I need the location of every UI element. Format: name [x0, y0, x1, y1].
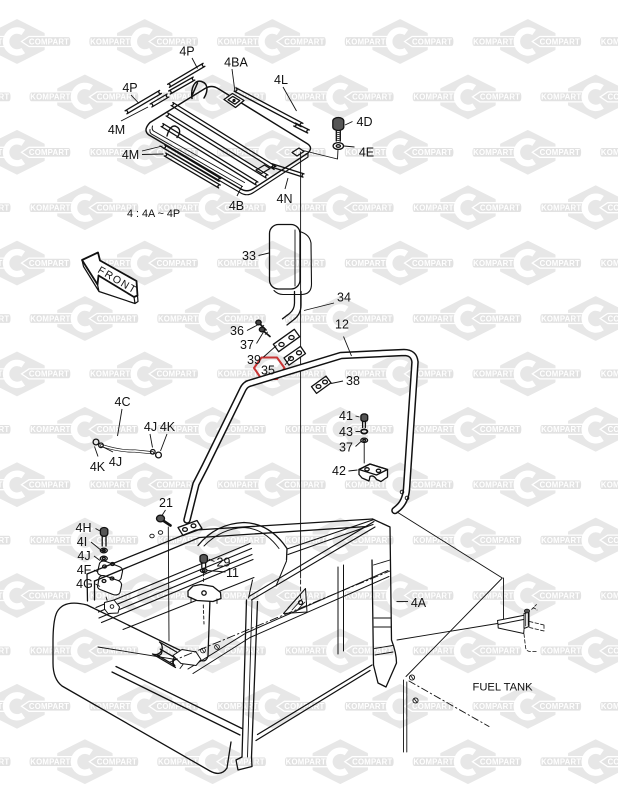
- svg-text:4K: 4K: [160, 420, 176, 434]
- svg-text:38: 38: [346, 374, 360, 388]
- svg-text:4C: 4C: [115, 395, 131, 409]
- svg-text:FUEL TANK: FUEL TANK: [473, 682, 534, 694]
- svg-text:4P: 4P: [179, 45, 194, 59]
- svg-text:4J: 4J: [109, 455, 122, 469]
- svg-text:37: 37: [339, 441, 353, 455]
- svg-text:4M: 4M: [122, 148, 139, 162]
- svg-text:36: 36: [230, 324, 244, 338]
- svg-text:4M: 4M: [108, 123, 125, 137]
- svg-text:4P: 4P: [122, 81, 137, 95]
- svg-text:4B: 4B: [229, 199, 244, 213]
- svg-text:43: 43: [339, 425, 353, 439]
- svg-text:42: 42: [332, 464, 346, 478]
- svg-text:41: 41: [339, 409, 353, 423]
- svg-text:4E: 4E: [359, 146, 374, 160]
- svg-text:4H: 4H: [76, 521, 92, 535]
- svg-text:4A: 4A: [411, 596, 427, 610]
- svg-text:4N: 4N: [277, 192, 293, 206]
- svg-text:33: 33: [242, 249, 256, 263]
- svg-text:12: 12: [335, 318, 349, 332]
- svg-text:4K: 4K: [90, 460, 106, 474]
- svg-text:4L: 4L: [274, 73, 288, 87]
- svg-text:4I: 4I: [77, 535, 87, 549]
- svg-text:29: 29: [217, 556, 231, 570]
- svg-text:39: 39: [247, 353, 261, 367]
- svg-text:4J: 4J: [144, 420, 157, 434]
- svg-text:35: 35: [261, 364, 275, 378]
- svg-text:21: 21: [159, 496, 173, 510]
- svg-text:34: 34: [337, 291, 351, 305]
- svg-text:4BA: 4BA: [224, 56, 248, 70]
- svg-text:37: 37: [240, 338, 254, 352]
- svg-text:4F: 4F: [77, 563, 92, 577]
- svg-text:4D: 4D: [357, 115, 373, 129]
- svg-text:4J: 4J: [77, 549, 90, 563]
- svg-text:4 : 4A ~ 4P: 4 : 4A ~ 4P: [127, 208, 180, 220]
- svg-text:11: 11: [226, 566, 239, 580]
- svg-text:4G: 4G: [76, 577, 93, 591]
